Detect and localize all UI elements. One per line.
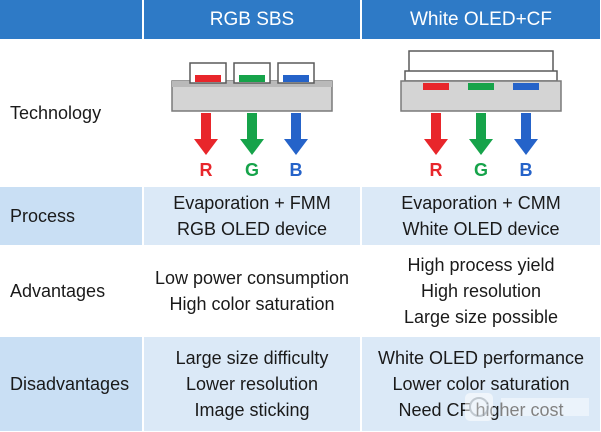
- disadvantage-line: Lower resolution: [185, 374, 319, 394]
- red-filter: [423, 83, 449, 90]
- rgb-sbs-disadvantages-cell: Large size difficulty Lower resolution I…: [143, 336, 362, 432]
- advantage-line: High color saturation: [169, 294, 335, 314]
- white-oled-color-filter-diagram: R G B: [400, 50, 562, 180]
- red-emitter: [195, 75, 221, 82]
- row-label-process: Process: [0, 186, 144, 247]
- blue-filter: [513, 83, 539, 90]
- technology-row: Technology: [0, 40, 601, 187]
- row-label-technology: Technology: [0, 40, 144, 187]
- row-label-disadvantages: Disadvantages: [0, 336, 144, 432]
- header-row: RGB SBS White OLED+CF: [0, 0, 601, 41]
- green-emitter: [239, 75, 265, 82]
- row-label-advantages: Advantages: [0, 246, 144, 337]
- label-g: G: [245, 160, 259, 180]
- blue-arrow-icon: [284, 113, 308, 155]
- white-oled-layer: [408, 50, 554, 74]
- label-r: R: [200, 160, 213, 180]
- header-corner-cell: [0, 0, 144, 41]
- disadvantage-line: Lower color saturation: [392, 374, 570, 394]
- advantage-line: High resolution: [420, 281, 542, 301]
- red-arrow-icon: [194, 113, 218, 155]
- process-line: Evaporation + FMM: [173, 193, 331, 213]
- label-r: R: [430, 160, 443, 180]
- white-oled-advantages-cell: High process yield High resolution Large…: [361, 246, 601, 337]
- advantage-line: Large size possible: [403, 307, 559, 327]
- device-stack-top: [172, 81, 332, 87]
- process-line: White OLED device: [402, 219, 560, 239]
- green-arrow-icon: [240, 113, 264, 155]
- white-oled-process-cell: Evaporation + CMM White OLED device: [361, 186, 601, 247]
- red-arrow-icon: [424, 113, 448, 155]
- process-line: Evaporation + CMM: [401, 193, 561, 213]
- disadvantage-line: White OLED performance: [377, 348, 585, 368]
- white-oled-cf-diagram-cell: R G B: [361, 40, 601, 187]
- advantage-line: Low power consumption: [154, 268, 350, 288]
- green-arrow-icon: [469, 113, 493, 155]
- rgb-sbs-diagram-cell: R G B: [143, 40, 362, 187]
- white-oled-disadvantages-cell: White OLED performance Lower color satur…: [361, 336, 601, 432]
- rgb-sbs-emitter-diagram: R G B: [171, 62, 333, 180]
- header-rgb-sbs: RGB SBS: [143, 0, 362, 41]
- process-line: RGB OLED device: [176, 219, 328, 239]
- rgb-sbs-advantages-cell: Low power consumption High color saturat…: [143, 246, 362, 337]
- label-b: B: [520, 160, 533, 180]
- disadvantage-line: Large size difficulty: [175, 348, 329, 368]
- encapsulation-layer: [404, 70, 558, 82]
- advantages-row: Advantages Low power consumption High co…: [0, 246, 601, 337]
- disadvantage-line: Need CF higher cost: [398, 400, 564, 420]
- header-white-oled-cf: White OLED+CF: [361, 0, 601, 41]
- label-b: B: [290, 160, 303, 180]
- green-filter: [468, 83, 494, 90]
- rgb-sbs-process-cell: Evaporation + FMM RGB OLED device: [143, 186, 362, 247]
- process-row: Process Evaporation + FMM RGB OLED devic…: [0, 186, 601, 247]
- disadvantage-line: Image sticking: [194, 400, 310, 420]
- advantage-line: High process yield: [407, 255, 555, 275]
- blue-emitter: [283, 75, 309, 82]
- disadvantages-row: Disadvantages Large size difficulty Lowe…: [0, 336, 601, 432]
- label-g: G: [474, 160, 488, 180]
- blue-arrow-icon: [514, 113, 538, 155]
